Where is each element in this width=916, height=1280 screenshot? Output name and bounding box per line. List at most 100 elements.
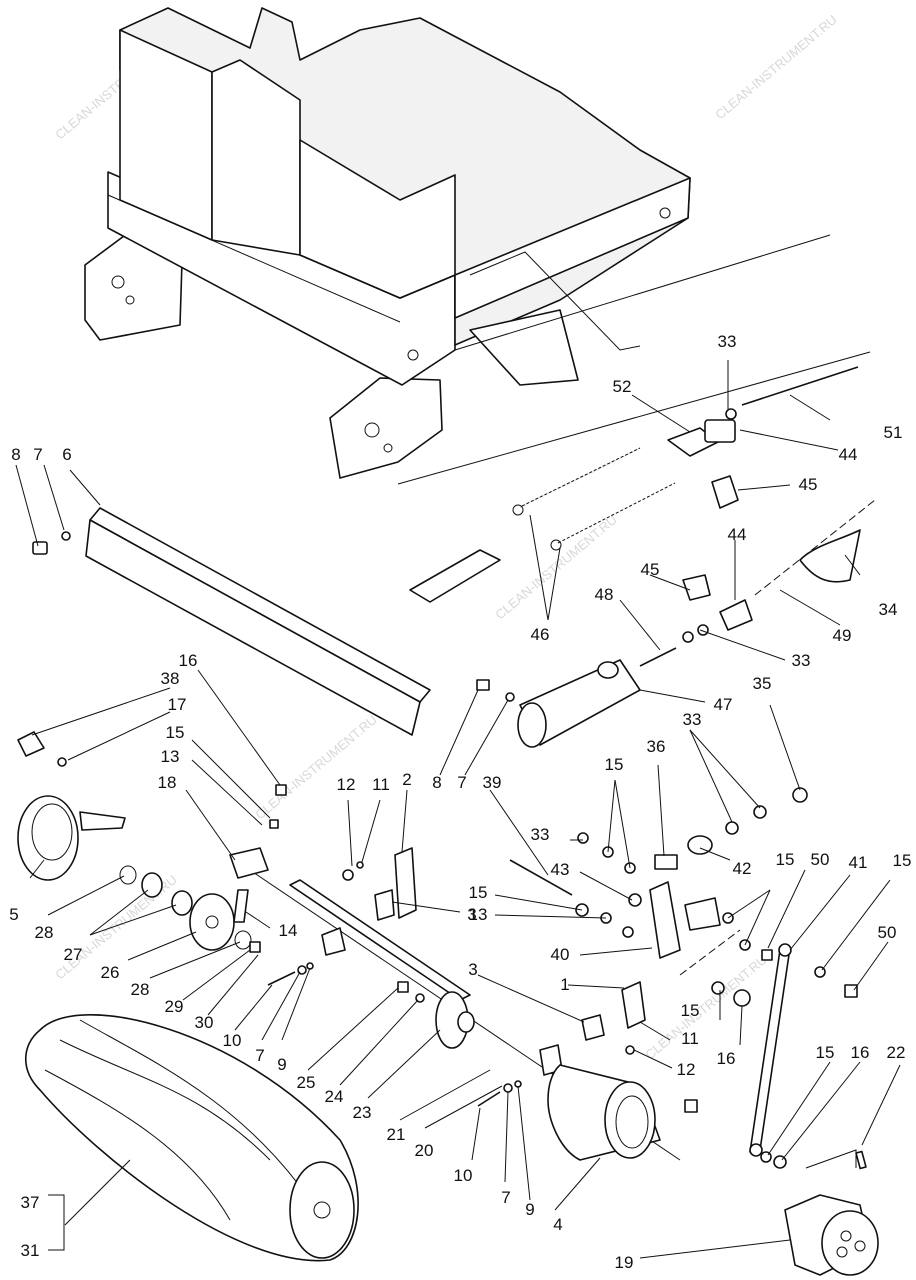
flange-part-26 [189, 893, 235, 951]
link-part-41 [749, 943, 792, 1157]
callout-45: 45 [641, 560, 660, 579]
callout-43: 43 [551, 860, 570, 879]
callout-7: 7 [33, 445, 42, 464]
callout-3: 3 [467, 905, 476, 924]
brush-roller-part-31 [25, 1014, 359, 1262]
callout-44: 44 [728, 525, 747, 544]
drum-part-4 [547, 1064, 698, 1161]
plate [409, 549, 501, 603]
callout-15: 15 [166, 723, 185, 742]
callout-8: 8 [432, 773, 441, 792]
knob-part-38 [17, 731, 67, 767]
callout-40: 40 [551, 945, 570, 964]
callout-17: 17 [168, 695, 187, 714]
callout-46: 46 [531, 625, 550, 644]
machine-frame [84, 7, 871, 485]
callout-45: 45 [799, 475, 818, 494]
callout-10: 10 [223, 1031, 242, 1050]
callout-6: 6 [62, 445, 71, 464]
callout-12: 12 [677, 1060, 696, 1079]
callout-26: 26 [101, 963, 120, 982]
callout-3: 3 [468, 960, 477, 979]
callout-28: 28 [35, 923, 54, 942]
callout-20: 20 [415, 1141, 434, 1160]
callout-16: 16 [851, 1043, 870, 1062]
callout-34: 34 [879, 600, 898, 619]
callout-15: 15 [816, 1043, 835, 1062]
callout-15: 15 [681, 1001, 700, 1020]
lever-part-40 [649, 835, 721, 959]
callout-16: 16 [179, 651, 198, 670]
callout-36: 36 [647, 737, 666, 756]
callout-33: 33 [683, 710, 702, 729]
callout-33: 33 [718, 332, 737, 351]
watermark-text: CLEAN-INSTRUMENT.RU [252, 712, 379, 822]
callout-44: 44 [839, 445, 858, 464]
callout-37: 37 [21, 1193, 40, 1212]
callout-11: 11 [372, 775, 390, 794]
callout-42: 42 [733, 859, 752, 878]
bracket-part-2 [342, 847, 417, 919]
upper-linkage [667, 366, 859, 509]
callout-24: 24 [325, 1087, 344, 1106]
callout-18: 18 [158, 773, 177, 792]
watermark-text: CLEAN-INSTRUMENT.RU [642, 952, 769, 1062]
callout-14: 14 [279, 921, 298, 940]
callout-31: 31 [21, 1241, 40, 1260]
chain-part-36 [679, 929, 741, 976]
hydraulic-motor-part-19 [784, 1150, 879, 1276]
callout-2: 2 [402, 770, 411, 789]
callout-51: 51 [884, 423, 903, 442]
callout-7: 7 [457, 773, 466, 792]
callout-labels: 51 44 33 52 45 44 45 34 49 48 33 47 46 3… [9, 332, 911, 1272]
pin-parts-13-16 [233, 784, 287, 923]
callout-12: 12 [337, 775, 356, 794]
callout-27: 27 [64, 945, 83, 964]
scraper-bar-part-6 [85, 507, 431, 736]
callout-16: 16 [717, 1049, 736, 1068]
callout-7: 7 [255, 1046, 264, 1065]
callout-4: 4 [553, 1215, 562, 1234]
callout-28: 28 [131, 980, 150, 999]
callout-52: 52 [613, 377, 632, 396]
callout-7: 7 [501, 1188, 510, 1207]
callout-33: 33 [792, 651, 811, 670]
callout-15: 15 [469, 883, 488, 902]
callout-38: 38 [161, 669, 180, 688]
hub-part-23 [435, 991, 475, 1049]
callout-47: 47 [714, 695, 733, 714]
callout-19: 19 [615, 1253, 634, 1272]
springs-part-46 [512, 447, 676, 551]
callout-11: 11 [681, 1029, 699, 1048]
callout-30: 30 [195, 1013, 214, 1032]
callout-13: 13 [469, 905, 488, 924]
circlip-part-28 [119, 865, 252, 950]
callout-39: 39 [483, 773, 502, 792]
bearing-part-27 [141, 872, 193, 916]
callout-50: 50 [878, 923, 897, 942]
cylinder-part-47 [476, 624, 709, 748]
callout-35: 35 [753, 674, 772, 693]
bolts-parts-10-29-30 [249, 941, 522, 1107]
callout-15: 15 [605, 755, 624, 774]
callout-10: 10 [454, 1166, 473, 1185]
callout-50: 50 [811, 850, 830, 869]
callout-15: 15 [776, 850, 795, 869]
callout-22: 22 [887, 1043, 906, 1062]
bolt-part-8-washer-7 [32, 531, 71, 555]
bracket-part-1 [621, 981, 646, 1055]
callout-5: 5 [9, 905, 18, 924]
callout-15: 15 [893, 851, 912, 870]
chain-assembly [682, 499, 876, 631]
callout-21: 21 [387, 1125, 406, 1144]
callout-49: 49 [833, 626, 852, 645]
leader-lines [15, 360, 901, 1259]
callout-23: 23 [353, 1103, 372, 1122]
callout-25: 25 [297, 1073, 316, 1092]
watermark-text: CLEAN-INSTRUMENT.RU [712, 12, 839, 122]
callout-48: 48 [595, 585, 614, 604]
callout-41: 41 [849, 853, 868, 872]
watermark-text: CLEAN-INSTRUMENT.RU [492, 512, 619, 622]
callout-13: 13 [161, 747, 180, 766]
